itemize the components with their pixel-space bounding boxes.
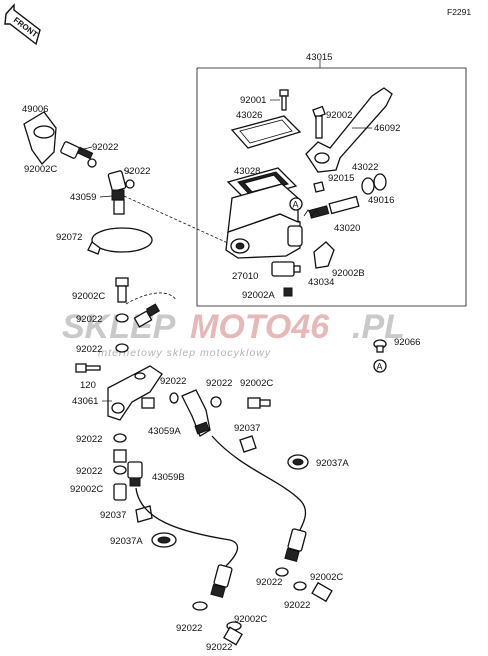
part-43034-holder (313, 241, 335, 269)
label-43020: 43020 (334, 223, 360, 234)
part-92066-cap (373, 339, 387, 353)
part-43059B-hose-fitting (113, 449, 143, 487)
label-92015: 92015 (328, 173, 354, 184)
part-43061-joint (107, 365, 163, 421)
part-washer-1 (113, 433, 127, 443)
diagram-code: F2291 (447, 7, 471, 17)
label-43059: 43059 (70, 192, 96, 203)
part-master-cylinder-body (225, 183, 303, 259)
ref-marker-a-upper-text: A (293, 200, 299, 210)
part-92037-clip (239, 435, 257, 453)
label-92022-a: 92022 (92, 142, 118, 153)
part-92002A-screw (283, 287, 293, 297)
part-banjo-bolt-middle (115, 277, 129, 353)
label-43028: 43028 (234, 166, 260, 177)
part-43059A-hose-fitting (169, 389, 271, 437)
label-120: 120 (80, 380, 96, 391)
part-92001-screw (279, 89, 289, 111)
part-43028-diaphragm (226, 167, 298, 201)
label-92002B: 92002B (332, 268, 365, 279)
label-43059B: 43059B (152, 472, 185, 483)
label-92002C-d: 92002C (70, 484, 103, 495)
label-92022-f: 92022 (206, 378, 232, 389)
part-92037-clip-lower (135, 505, 153, 523)
part-120-bolt (75, 363, 101, 373)
label-92022-h: 92022 (76, 466, 102, 477)
part-middle-hose-fitting (133, 303, 161, 328)
label-43015: 43015 (306, 52, 332, 63)
hose-left-lower (135, 487, 239, 567)
part-banjo-bolt-lower (113, 483, 127, 501)
label-43022: 43022 (352, 162, 378, 173)
label-43061: 43061 (72, 396, 98, 407)
assembly-frame (196, 67, 467, 307)
label-92022-g: 92022 (76, 434, 102, 445)
part-49006-cover (23, 111, 57, 166)
hose-right-lower (211, 435, 307, 531)
part-caliper-fitting-left (192, 564, 243, 646)
label-92002C-e: 92002C (234, 614, 267, 625)
label-92072: 92072 (56, 232, 82, 243)
label-43034: 43034 (308, 277, 334, 288)
part-92037A-clamp-right (287, 454, 309, 470)
label-49006: 49006 (22, 104, 48, 115)
label-92066: 92066 (394, 337, 420, 348)
ref-marker-a-lower (373, 359, 387, 373)
part-banjo-bolt-upper (60, 141, 97, 168)
label-92022-i: 92022 (176, 623, 202, 634)
part-92015-nut (313, 181, 325, 193)
label-46092: 46092 (374, 123, 400, 134)
watermark-tagline: internetowy sklep motocyklowy (98, 347, 271, 359)
watermark-part2: MOTO46 (190, 308, 330, 346)
label-92037A-a: 92037A (316, 458, 349, 469)
watermark: SKLEP MOTO46 .PL internetowy sklep motoc… (62, 308, 405, 359)
label-49016: 49016 (368, 195, 394, 206)
label-92002: 92002 (326, 110, 352, 121)
part-43022-boot (361, 173, 387, 195)
part-46092-brake-lever (305, 87, 393, 173)
label-43026: 43026 (236, 110, 262, 121)
part-92037A-clamp-left (151, 532, 177, 548)
part-92002-pivot-bolt (312, 105, 326, 139)
part-92072-clamp (87, 227, 153, 255)
label-92002C-c: 92002C (240, 378, 273, 389)
label-92002A: 92002A (242, 290, 275, 301)
label-92002C-a: 92002C (24, 164, 57, 175)
label-27010: 27010 (232, 271, 258, 282)
label-92022-b: 92022 (124, 166, 150, 177)
part-43026-reservoir-cap (230, 115, 302, 149)
label-92037-a: 92037 (234, 423, 260, 434)
label-92022-k: 92022 (256, 577, 282, 588)
ref-marker-a-lower-text: A (377, 362, 383, 372)
part-caliper-fitting-right (275, 528, 333, 603)
label-92037A-b: 92037A (110, 536, 143, 547)
label-92022-l: 92022 (284, 600, 310, 611)
part-43059-hose-fitting (107, 170, 135, 215)
label-92002C-b: 92002C (72, 291, 105, 302)
label-92022-e: 92022 (160, 376, 186, 387)
label-92022-j: 92022 (206, 642, 232, 653)
label-92002C-f: 92002C (310, 572, 343, 583)
front-arrow-icon: FRONT (4, 3, 41, 46)
label-92037-b: 92037 (100, 510, 126, 521)
label-92022-d: 92022 (76, 344, 102, 355)
ref-marker-a-upper (289, 197, 303, 211)
label-92001: 92001 (240, 95, 266, 106)
part-27010-brake-switch (271, 261, 301, 277)
label-92022-c: 92022 (76, 314, 102, 325)
part-43020-piston-kit (303, 195, 360, 219)
label-43059A: 43059A (148, 426, 181, 437)
